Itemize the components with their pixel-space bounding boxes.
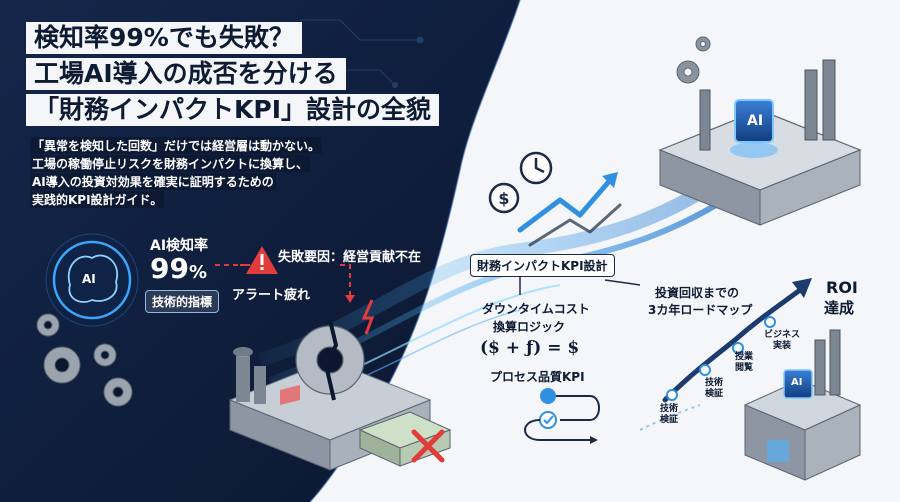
title-line-2: 工場AI導入の成否を分ける xyxy=(26,58,346,90)
title-line-3: 「財務インパクトKPI」設計の全貌 xyxy=(26,94,439,126)
description-line-2: 工場の稼働停止リスクを財務インパクトに換算し、 xyxy=(30,155,311,172)
gears-top xyxy=(676,36,711,84)
downtime-label-2: 換算ロジック xyxy=(493,320,566,334)
roadmap-label-2: 3カ年ロードマップ xyxy=(648,303,753,317)
clock-icon xyxy=(519,151,553,185)
downtime-label-1: ダウンタイムコスト xyxy=(482,302,590,316)
detect-unit: % xyxy=(188,262,208,283)
trend-arrows-icon xyxy=(517,172,622,247)
description-line-3: AI導入の投資対効果を確実に証明するための xyxy=(30,173,276,190)
roadmap-step-4-line-1: ビジネス xyxy=(764,330,801,340)
tech-badge: 技術的指標 xyxy=(145,290,220,313)
formula: ($ + ƒ) = $ xyxy=(480,338,580,358)
process-icon xyxy=(524,388,600,444)
roadmap-step-4: ビジネス 実装 xyxy=(764,330,800,352)
roadmap-step-2-line-1: 技術 xyxy=(705,378,724,388)
kpi-design-badge: 財務インパクトKPI設計 xyxy=(470,254,615,277)
roadmap-step-3-line-1: 授業 xyxy=(735,352,754,362)
roadmap-step-3-line-2: 閲覧 xyxy=(735,363,754,373)
title-line-1: 検知率99%でも失敗？ xyxy=(26,22,302,54)
quality-kpi-label: プロセス品質KPI xyxy=(490,370,585,384)
roadmap-path xyxy=(639,278,812,431)
roadmap-nodes xyxy=(666,316,776,401)
description-line-1: 「異常を検知した回数」だけでは経営層は動かない。 xyxy=(30,137,323,154)
lightning-icon xyxy=(361,299,375,335)
factory-chip-label: AI xyxy=(747,113,764,129)
roadmap-step-4-line-2: 実装 xyxy=(773,341,792,351)
ai-brain-circle xyxy=(45,233,139,327)
brain-label: AI xyxy=(82,272,96,286)
roadmap-step-1: 技術 検証 xyxy=(660,404,678,426)
small-factory-chip-label: AI xyxy=(791,377,803,388)
failure-cause: 失敗要因：経営貢献不在 xyxy=(278,250,422,265)
svg-text:$: $ xyxy=(498,189,509,208)
detect-rate: 99% xyxy=(150,252,207,285)
detect-value: 99 xyxy=(150,252,189,285)
description-line-4: 実践的KPI設計ガイド。 xyxy=(30,191,165,208)
cross-icon xyxy=(411,429,445,463)
warning-icon xyxy=(246,246,278,274)
roi-label-1: ROI xyxy=(826,278,858,297)
roadmap-label-1: 投資回収までの xyxy=(655,286,740,300)
ai-factory-main xyxy=(658,59,862,226)
gears-left xyxy=(36,313,133,407)
dollar-coin-icon: $ xyxy=(488,182,520,214)
roadmap-step-3: 授業 閲覧 xyxy=(735,352,753,374)
roadmap-step-1-line-2: 検証 xyxy=(660,415,679,425)
roadmap-step-2-line-2: 検証 xyxy=(705,389,724,399)
alert-label: アラート疲れ xyxy=(232,288,311,303)
roadmap-step-2: 技術 検証 xyxy=(705,378,723,400)
roadmap-step-1-line-1: 技術 xyxy=(660,404,679,414)
ai-factory-small xyxy=(743,329,862,481)
roi-label-2: 達成 xyxy=(824,299,855,317)
detect-label: AI検知率 xyxy=(150,238,209,254)
